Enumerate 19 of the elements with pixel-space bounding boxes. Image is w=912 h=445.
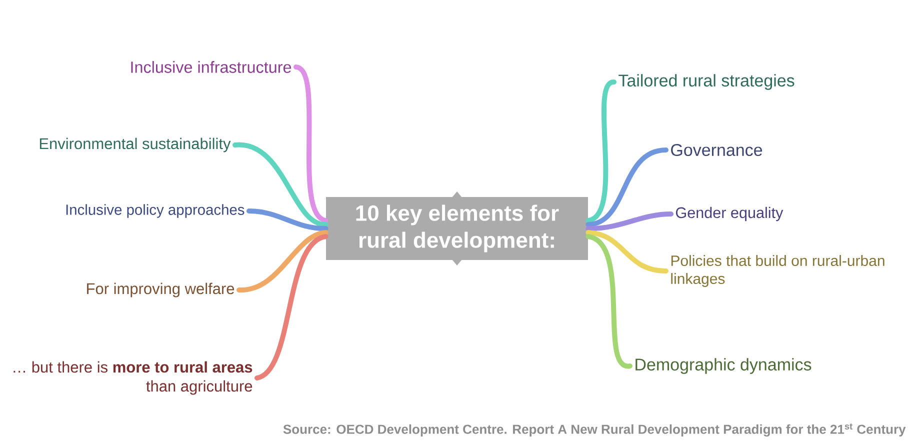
branch-label: … but there is more to rural areas than agriculture [14, 361, 252, 395]
branch-label: For improving welfare [87, 282, 234, 298]
branch-line [236, 230, 328, 292]
branch-line [586, 212, 674, 231]
branch-label: Inclusive policy approaches [66, 204, 244, 218]
topic-box: 10 key elements for rural development: [326, 192, 588, 266]
branch-label: Demographic dynamics [636, 358, 812, 374]
branch-line [246, 208, 328, 231]
branch-label: Governance [671, 144, 762, 156]
branch-label: Gender equality [676, 206, 784, 222]
branch-line [232, 142, 328, 227]
source-note: Source: OECD Development Centre. Report A New Rural Development Paradigm for the 21$^{st}$ Century [283, 424, 906, 437]
branch-label: Tailored rural strategies [618, 74, 794, 90]
branch-label: Environmental sustainability [40, 138, 231, 152]
branch-line [254, 234, 328, 380]
branch-line [586, 230, 668, 274]
branch-label: Policies that build on rural-urban linkages [671, 255, 884, 287]
branch-label: Inclusive infrastructure [131, 61, 292, 73]
branch-line [586, 148, 668, 227]
